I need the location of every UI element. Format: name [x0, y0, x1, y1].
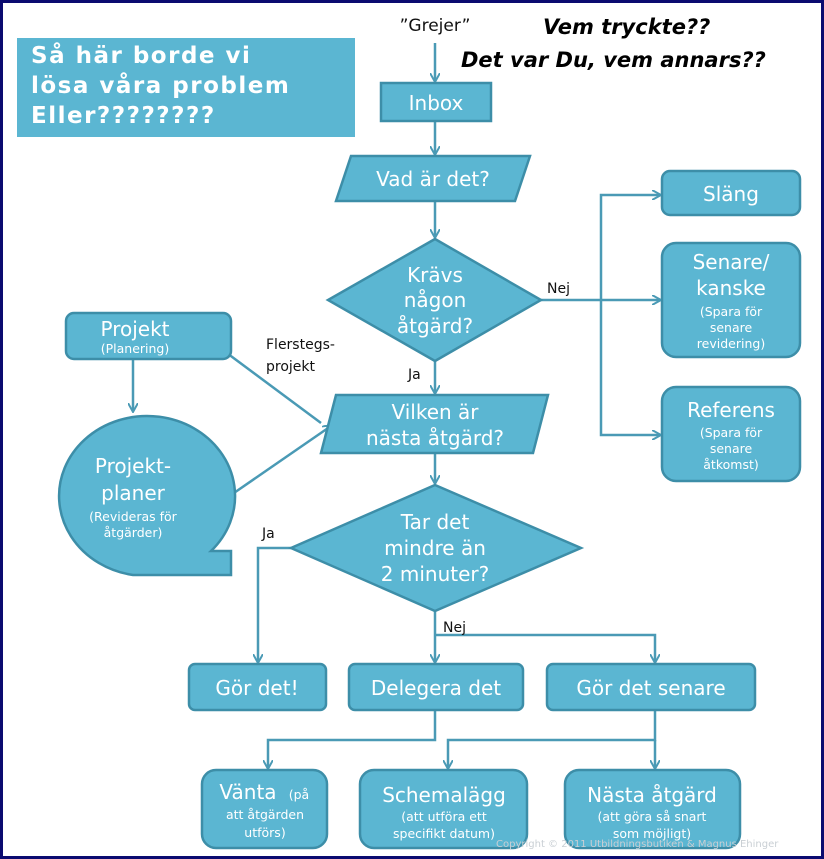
svg-text:kanske: kanske	[696, 276, 766, 300]
svg-text:att åtgärden: att åtgärden	[226, 807, 304, 822]
svg-text:mindre än: mindre än	[384, 536, 486, 560]
svg-text:(Planering): (Planering)	[101, 341, 170, 356]
svg-text:någon: någon	[404, 288, 467, 312]
no-label-2: Nej	[443, 620, 466, 636]
connectors	[133, 43, 660, 768]
arrow-no-trash	[599, 195, 660, 300]
arrow-yes-doit	[258, 546, 291, 662]
svg-text:Schemalägg: Schemalägg	[382, 783, 506, 807]
svg-text:Vad är det?: Vad är det?	[376, 167, 490, 191]
arrow-no-reference	[599, 300, 660, 435]
start-label: ”Grejer”	[400, 16, 471, 36]
svg-text:Släng: Släng	[703, 182, 759, 206]
svg-text:åtgärder): åtgärder)	[104, 525, 163, 540]
arrow-delegate-wait	[268, 710, 437, 768]
defer-box: Gör det senare	[545, 662, 757, 712]
two-minutes-decision: Tar det mindre än 2 minuter?	[287, 483, 585, 613]
svg-text:senare: senare	[710, 441, 753, 456]
action-required-decision: Krävs någon åtgärd?	[325, 237, 544, 363]
yes-label-2: Ja	[261, 526, 275, 542]
svg-text:Delegera det: Delegera det	[371, 676, 501, 700]
yes-label-1: Ja	[407, 367, 421, 383]
svg-text:Tar det: Tar det	[400, 510, 470, 534]
arrow-no-defer	[435, 633, 655, 662]
svg-text:senare: senare	[710, 320, 753, 335]
svg-text:åtgärd?: åtgärd?	[397, 314, 473, 338]
svg-text:utförs): utförs)	[244, 825, 285, 840]
svg-text:som möjligt): som möjligt)	[613, 826, 691, 841]
svg-text:Inbox: Inbox	[409, 91, 464, 115]
svg-text:(Revideras för: (Revideras för	[89, 509, 178, 524]
svg-text:Projekt-: Projekt-	[95, 454, 171, 478]
arrow-defer-schedule	[448, 710, 657, 768]
caption-line: lösa våra problem	[31, 73, 291, 99]
svg-text:2 minuter?: 2 minuter?	[381, 562, 489, 586]
svg-text:(Spara för: (Spara för	[700, 425, 763, 440]
svg-text:nästa åtgärd?: nästa åtgärd?	[366, 426, 504, 450]
caption-line: Eller????????	[31, 103, 216, 129]
trash-box: Släng	[660, 169, 802, 217]
copyright-text: Copyright © 2011 Utbildningsbutiken & Ma…	[496, 839, 779, 850]
caption-box: Så här borde vi lösa våra problem Eller?…	[17, 38, 355, 137]
svg-text:Vänta: Vänta	[219, 780, 276, 804]
project-box: Projekt (Planering)	[64, 311, 233, 361]
svg-text:(att göra så snart: (att göra så snart	[598, 809, 707, 824]
svg-text:(att utföra ett: (att utföra ett	[401, 809, 487, 824]
svg-text:Referens: Referens	[687, 398, 775, 422]
comment-line-1: Vem tryckte??	[543, 15, 711, 39]
svg-text:Nästa åtgärd: Nästa åtgärd	[587, 783, 717, 807]
reference-box: Referens (Spara för senare åtkomst)	[660, 385, 802, 483]
comment-line-2: Det var Du, vem annars??	[461, 48, 766, 72]
caption-line: Så här borde vi	[31, 43, 252, 69]
project-plans-storage: Projekt- planer (Revideras för åtgärder)	[57, 414, 237, 577]
svg-text:Gör det!: Gör det!	[215, 676, 298, 700]
svg-text:Gör det senare: Gör det senare	[576, 676, 725, 700]
multistep-label-2: projekt	[266, 359, 316, 375]
schedule-box: Schemalägg (att utföra ett specifikt dat…	[358, 768, 529, 850]
delegate-box: Delegera det	[347, 662, 525, 712]
svg-text:Projekt: Projekt	[100, 317, 169, 341]
multistep-label-1: Flerstegs-	[266, 337, 335, 353]
flowchart: ”Grejer” Inbox Vad är det? Krävs någon å…	[57, 16, 802, 850]
do-it-box: Gör det!	[187, 662, 328, 712]
inbox-box: Inbox	[379, 81, 493, 123]
svg-text:Vilken är: Vilken är	[391, 400, 479, 424]
arrow-plans-next	[230, 426, 331, 497]
svg-text:revidering): revidering)	[697, 336, 765, 351]
next-action-list-box: Nästa åtgärd (att göra så snart som möjl…	[563, 768, 742, 850]
svg-text:(Spara för: (Spara för	[700, 304, 763, 319]
svg-text:åtkomst): åtkomst)	[703, 457, 758, 472]
what-is-it-box: Vad är det?	[334, 154, 532, 203]
no-label-1: Nej	[547, 281, 570, 297]
svg-text:(på: (på	[289, 787, 309, 802]
svg-text:Krävs: Krävs	[407, 263, 463, 287]
later-maybe-box: Senare/ kanske (Spara för senare revider…	[660, 241, 802, 359]
svg-text:specifikt datum): specifikt datum)	[393, 826, 495, 841]
wait-box: Vänta (på att åtgärden utförs)	[200, 768, 329, 850]
next-action-box: Vilken är nästa åtgärd?	[319, 393, 550, 455]
svg-text:planer: planer	[101, 481, 165, 505]
svg-text:Senare/: Senare/	[693, 250, 770, 274]
